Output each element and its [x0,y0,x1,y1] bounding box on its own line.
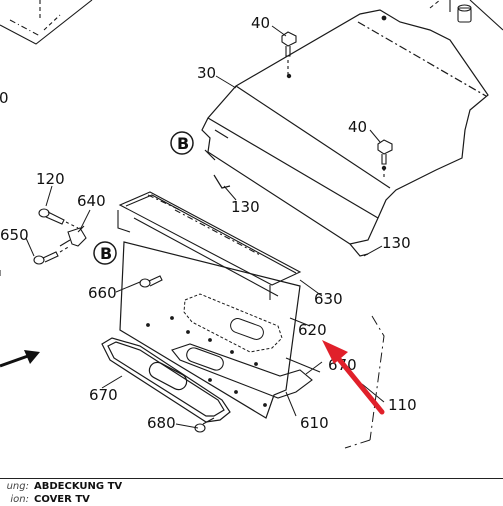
callout-620: 620 [298,321,327,339]
callout-610: 610 [300,414,329,432]
callout-650: 650 [0,226,29,244]
callout-40-top: 40 [251,14,270,32]
reference-badge-lower: B [93,241,117,265]
callout-660: 660 [88,284,117,302]
callout-630: 630 [314,290,343,308]
frame-630 [117,191,302,300]
outer-plate-670 [101,337,231,423]
screw-40-top [281,31,297,75]
screw-660 [139,275,163,288]
footer-label-1: ung: [6,481,29,492]
callout-40-right: 40 [348,118,367,136]
callout-130-left: 130 [231,198,260,216]
callout-640: 640 [77,192,106,210]
footer-value-1: ABDECKUNG TV [34,481,123,492]
cover-30 [201,9,489,257]
callout-120: 120 [36,170,65,188]
partial-part-upper-right [429,0,503,31]
callout-130-right: 130 [382,234,411,252]
screw-120 [38,208,79,229]
badge-letter-upper: B [177,134,189,153]
clip-640 [59,225,87,247]
screw-40-right [377,139,393,180]
callout-110: 110 [388,396,417,414]
footer-info: ung: ABDECKUNG TV ion: COVER TV [0,478,503,505]
leader-lines [0,25,385,429]
parts-diagram: 40 30 40 130 130 120 640 650 660 630 620… [0,0,503,449]
highlight-arrow-red [322,340,385,415]
screw-650 [33,245,71,265]
callout-0-partial: 0 [0,89,9,107]
pointer-arrow-black [0,350,40,368]
callout-30: 30 [197,64,216,82]
inner-plate-670-right [171,343,321,399]
reference-badge-upper: B [170,131,194,155]
callout-670-left: 670 [89,386,118,404]
badge-letter-lower: B [100,244,112,263]
footer-label-2: ion: [10,494,29,505]
plate-610 [119,241,301,419]
partial-part-upper-left [0,0,93,45]
screw-680 [194,417,215,433]
outline-110 [344,315,385,449]
gasket-620 [183,293,283,353]
callout-680: 680 [147,414,176,432]
footer-value-2: COVER TV [34,494,90,505]
